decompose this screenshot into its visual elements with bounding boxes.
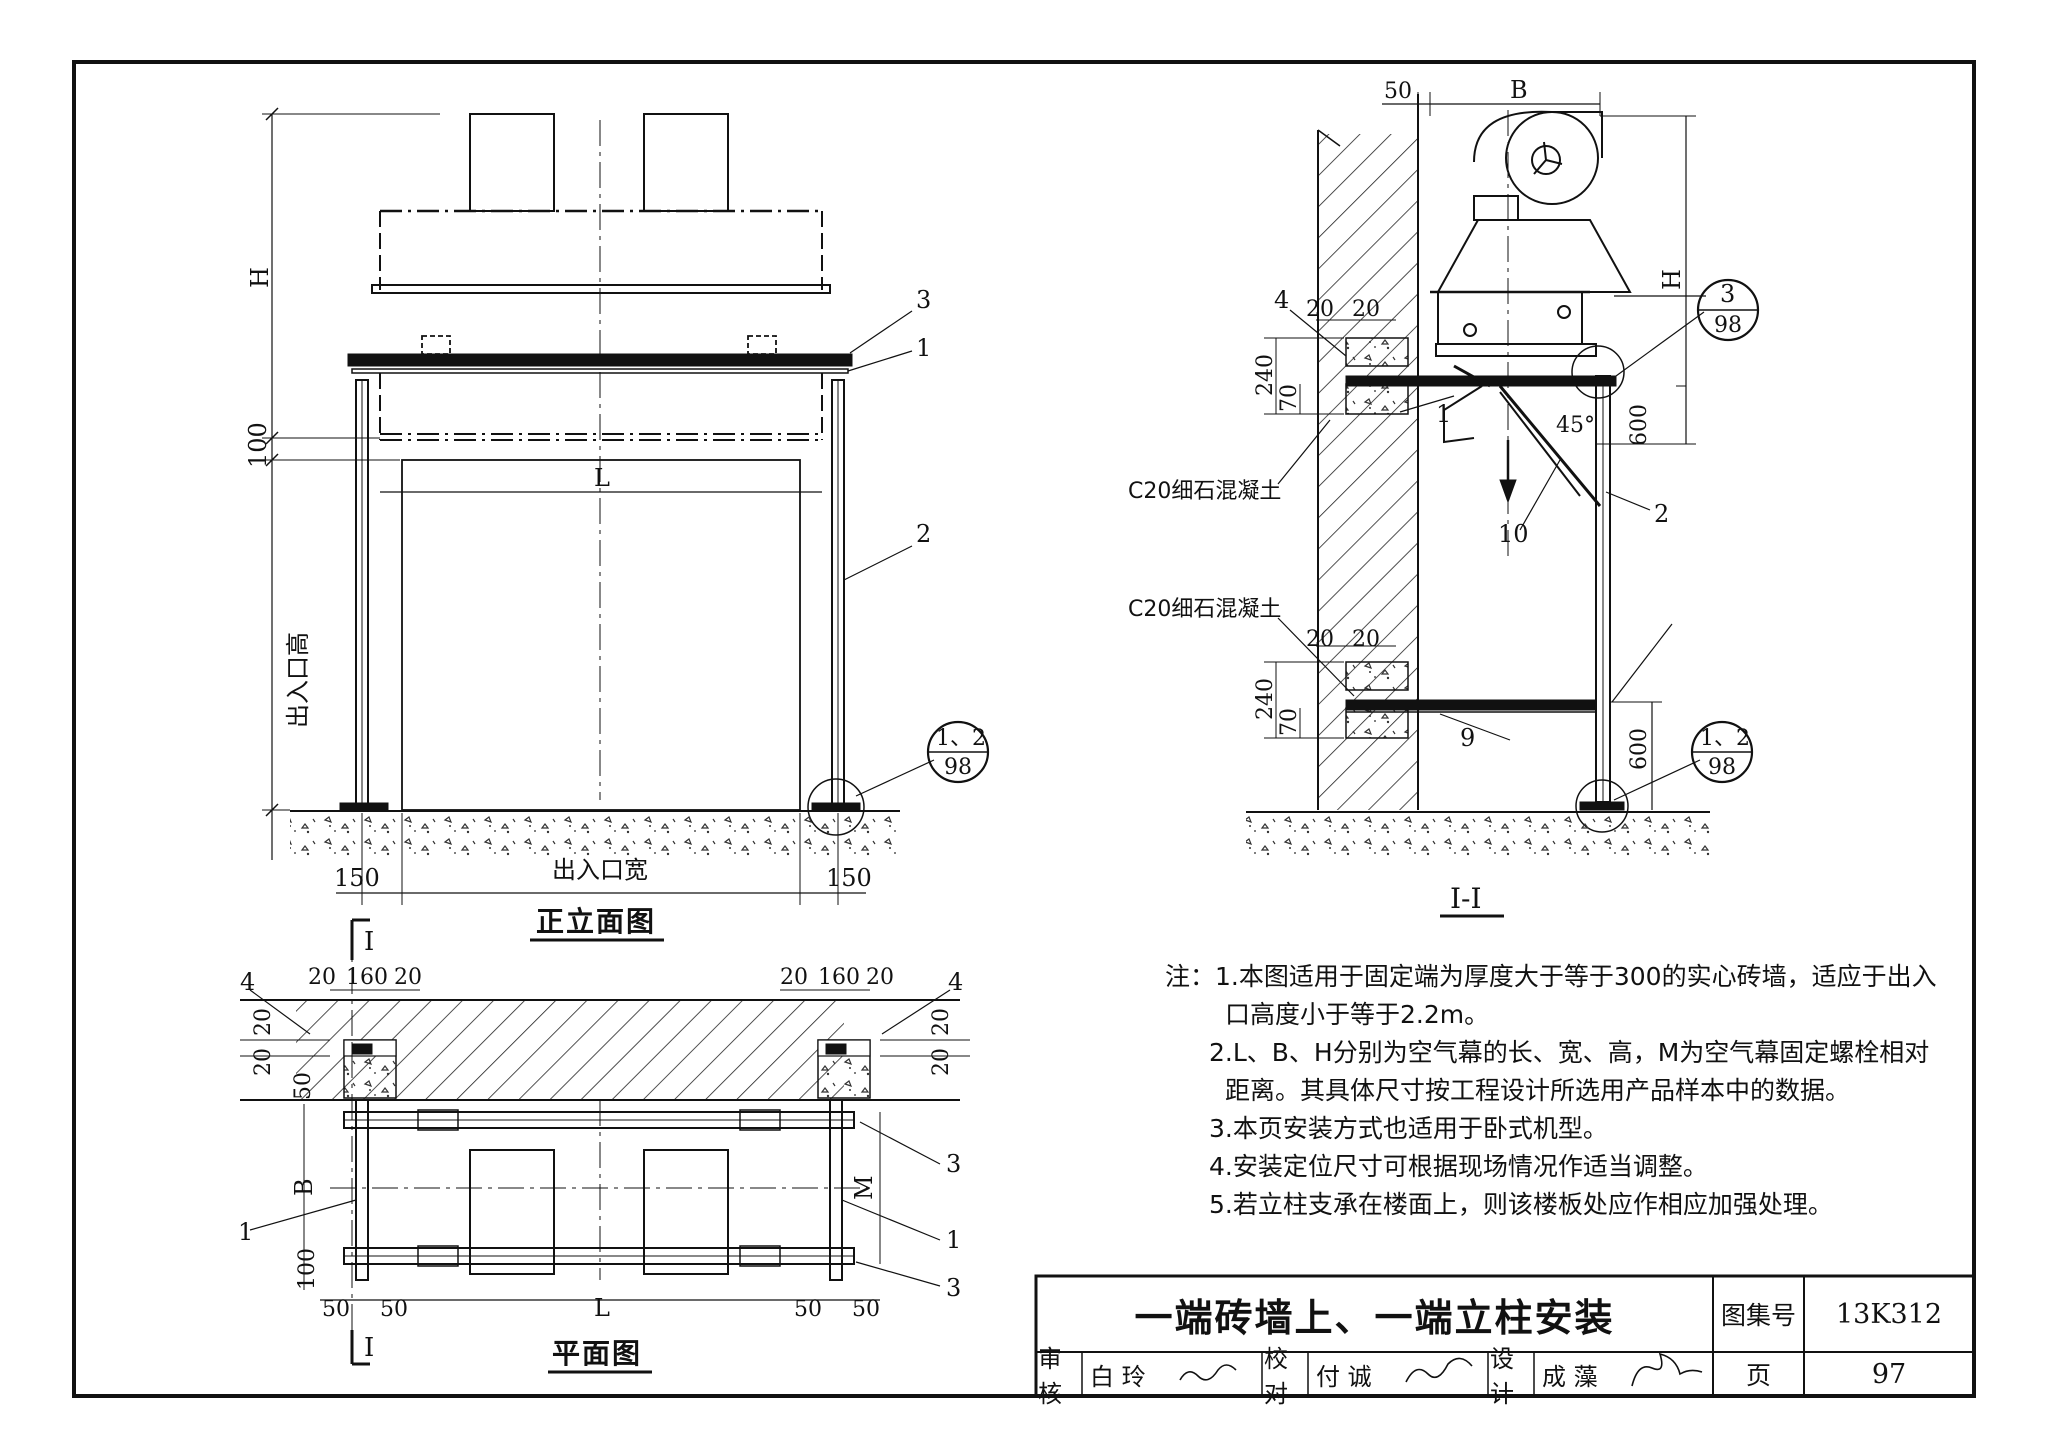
front-dim-L: L	[594, 464, 610, 492]
front-dim-opening-height: 出入口高	[284, 632, 312, 728]
section-dim-70a: 70	[1277, 384, 1302, 412]
section-dim-B: B	[1510, 76, 1528, 104]
front-dim-100: 100	[244, 422, 272, 468]
section-detail-ref-b-top: 1、2	[1700, 726, 1750, 751]
front-detail-ref-bottom: 98	[944, 755, 972, 780]
plan-dim-b50b: 50	[380, 1297, 408, 1322]
review-role: 审核	[1038, 1345, 1062, 1408]
section-dim-240b: 240	[1253, 678, 1278, 720]
section-dim-600a: 600	[1627, 404, 1652, 446]
plan-callout-4-left: 4	[240, 968, 255, 996]
check-role: 校对	[1264, 1345, 1288, 1408]
note-item-2: 2.L、B、H分别为空气幕的长、宽、高，M为空气幕固定螺栓相对	[1209, 1038, 1930, 1067]
section-view	[1246, 92, 1760, 860]
plan-dim-160a: 160	[346, 965, 388, 990]
plan-dim-L: L	[594, 1294, 610, 1322]
section-dim-20a: 20	[1306, 297, 1334, 322]
design-role: 设计	[1490, 1345, 1514, 1408]
section-callout-2: 2	[1654, 500, 1669, 528]
plan-dim-20c: 20	[780, 965, 808, 990]
section-detail-ref-a-bottom: 98	[1714, 313, 1742, 338]
section-dim-50: 50	[1384, 79, 1412, 104]
atlas-label: 图集号	[1720, 1301, 1796, 1330]
plan-view	[240, 918, 970, 1366]
plan-dim-B: B	[290, 1178, 318, 1196]
section-dim-600b: 600	[1627, 728, 1652, 770]
section-dim-H: H	[1658, 269, 1686, 290]
review-name: 白 玲	[1090, 1362, 1146, 1391]
note-item-1: 1.本图适用于固定端为厚度大于等于300的实心砖墙，适应于出入	[1215, 962, 1937, 991]
front-elevation	[262, 107, 990, 905]
note-item-5: 5.若立柱支承在楼面上，则该楼板处应作相应加强处理。	[1209, 1190, 1833, 1219]
section-angle: 45°	[1556, 413, 1595, 438]
front-view-title: 正立面图	[536, 905, 657, 938]
note-item-4: 4.安装定位尺寸可根据现场情况作适当调整。	[1209, 1152, 1708, 1181]
section-callout-4: 4	[1274, 286, 1289, 314]
section-detail-ref-b-bottom: 98	[1708, 755, 1736, 780]
section-concrete-2: C20细石混凝土	[1128, 597, 1281, 622]
section-callout-9: 9	[1460, 724, 1475, 752]
signature-check	[1405, 1357, 1473, 1383]
plan-dim-160b: 160	[818, 965, 860, 990]
drawing-title: 一端砖墙上、一端立柱安装	[1134, 1295, 1615, 1340]
front-callout-1: 1	[916, 334, 931, 362]
plan-dim-v20d: 20	[929, 1048, 954, 1076]
notes-line-1: 注：1.本图适用于固定端为厚度大于等于300的实心砖墙，适应于出入	[1165, 958, 1937, 996]
design-name: 成 藻	[1542, 1362, 1598, 1391]
notes-block: 注：1.本图适用于固定端为厚度大于等于300的实心砖墙，适应于出入 口高度小于等…	[1165, 958, 1937, 1224]
front-dim-150-left: 150	[334, 864, 380, 892]
section-dim-240a: 240	[1253, 354, 1278, 396]
front-detail-ref-top: 1、2	[936, 726, 986, 751]
plan-dim-v50: 50	[291, 1072, 316, 1100]
plan-dim-v20b: 20	[251, 1048, 276, 1076]
section-dim-20d: 20	[1352, 627, 1380, 652]
signature-design	[1631, 1352, 1703, 1387]
title-block-frame	[1034, 1274, 1976, 1398]
plan-dim-v20a: 20	[251, 1008, 276, 1036]
section-title: I-I	[1450, 882, 1482, 915]
front-dim-H: H	[246, 267, 274, 288]
plan-dim-M: M	[850, 1175, 878, 1200]
front-callout-2: 2	[916, 520, 931, 548]
front-dim-150-right: 150	[826, 864, 872, 892]
signature-review	[1179, 1364, 1237, 1381]
plan-callout-1-left: 1	[238, 1218, 253, 1246]
atlas-number: 13K312	[1835, 1298, 1943, 1330]
sheet-border	[72, 60, 1976, 1398]
section-dim-20b: 20	[1352, 297, 1380, 322]
notes-head: 注：	[1165, 962, 1216, 991]
section-dim-70b: 70	[1277, 708, 1302, 736]
plan-section-mark-bottom: I	[364, 1333, 374, 1363]
plan-dim-b50a: 50	[322, 1297, 350, 1322]
front-dim-opening-width: 出入口宽	[552, 856, 648, 884]
plan-dim-100: 100	[295, 1248, 320, 1290]
plan-callout-3b: 3	[946, 1274, 961, 1302]
section-dim-20c: 20	[1306, 627, 1334, 652]
section-callout-10: 10	[1498, 520, 1529, 548]
plan-dim-b50c: 50	[794, 1297, 822, 1322]
plan-dim-20b: 20	[394, 965, 422, 990]
check-name: 付 诚	[1316, 1362, 1372, 1391]
front-callout-3: 3	[916, 286, 931, 314]
plan-dim-20d: 20	[866, 965, 894, 990]
plan-dim-v20c: 20	[929, 1008, 954, 1036]
page-label: 页	[1745, 1361, 1771, 1390]
title-block: 一端砖墙上、一端立柱安装 图集号 13K312 页 97 审核 白 玲 校对 付…	[1036, 1276, 1975, 1409]
section-concrete-1: C20细石混凝土	[1128, 479, 1281, 504]
section-callout-1: 1	[1436, 400, 1451, 428]
plan-view-title: 平面图	[552, 1337, 643, 1370]
plan-section-mark-top: I	[364, 927, 374, 957]
note-item-3: 3.本页安装方式也适用于卧式机型。	[1209, 1114, 1608, 1143]
plan-callout-1-right: 1	[946, 1226, 961, 1254]
plan-dim-20a: 20	[308, 965, 336, 990]
plan-callout-4-right: 4	[948, 968, 963, 996]
plan-callout-3a: 3	[946, 1150, 961, 1178]
section-detail-ref-a-top: 3	[1720, 280, 1735, 308]
page-number: 97	[1871, 1358, 1907, 1390]
note-item-1-cont: 口高度小于等于2.2m。	[1225, 1000, 1490, 1029]
note-item-2-cont: 距离。其具体尺寸按工程设计所选用产品样本中的数据。	[1225, 1076, 1851, 1105]
plan-dim-b50d: 50	[852, 1297, 880, 1322]
